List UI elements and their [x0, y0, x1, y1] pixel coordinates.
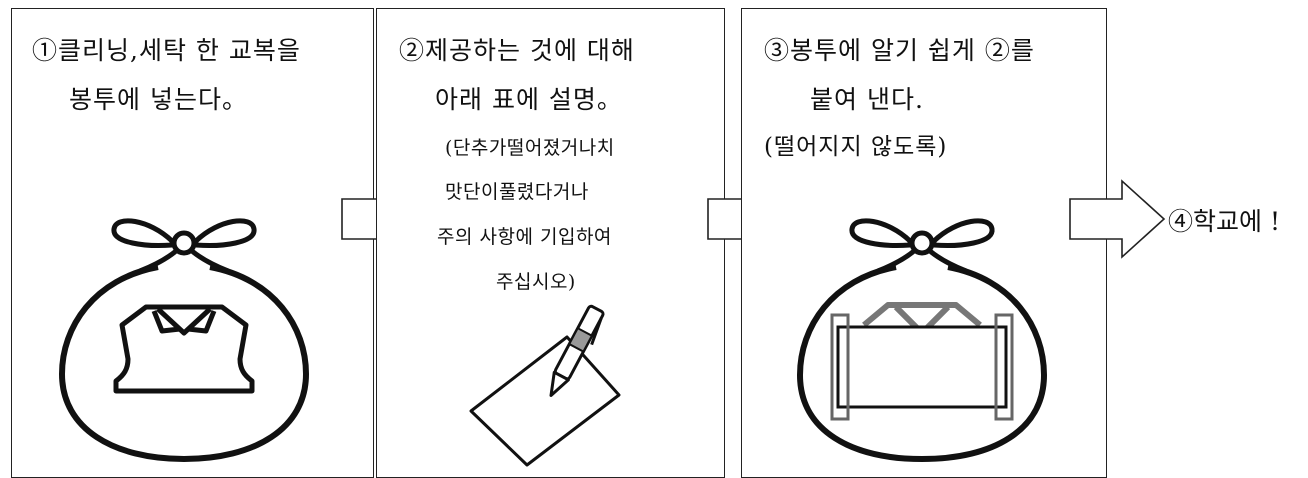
step-2-note-line-4: 주십시오) — [496, 271, 576, 293]
bag-with-uniform-icon — [54, 209, 314, 463]
outline-arrow-right-icon — [1068, 179, 1166, 263]
step-3-panel: ③봉투에 알기 쉽게 ②를 붙여 낸다. (떨어지지 않도록) — [741, 8, 1107, 478]
step-2-note-line-3: 주의 사항에 기입하여 — [437, 226, 612, 248]
step-3-text-line-2: 붙여 낸다. — [810, 85, 924, 114]
step-1-text-line-1: ①클리닝,세탁 한 교복을 — [32, 36, 301, 65]
step-4-label: ④학교에 ! — [1168, 207, 1280, 236]
step-1-panel: ①클리닝,세탁 한 교복을 봉투에 넣는다。 — [11, 8, 374, 478]
pen-and-paper-icon — [447, 301, 647, 475]
bag-with-label-icon — [792, 207, 1052, 463]
step-3-text-line-1: ③봉투에 알기 쉽게 ②를 — [764, 36, 1035, 65]
step-2-text-line-2: 아래 표에 설명。 — [435, 85, 623, 114]
step-2-note-line-1: (단추가떨어졌거나치 — [445, 137, 615, 159]
step-2-panel: ②제공하는 것에 대해 아래 표에 설명。 (단추가떨어졌거나치 맛단이풀렸다거… — [376, 8, 725, 478]
step-1-text-line-2: 봉투에 넣는다。 — [69, 85, 248, 114]
step-3-text-line-3: (떨어지지 않도록) — [764, 134, 948, 160]
step-2-note-line-2: 맛단이풀렸다거나 — [445, 181, 589, 203]
step-2-text-line-1: ②제공하는 것에 대해 — [399, 36, 635, 65]
